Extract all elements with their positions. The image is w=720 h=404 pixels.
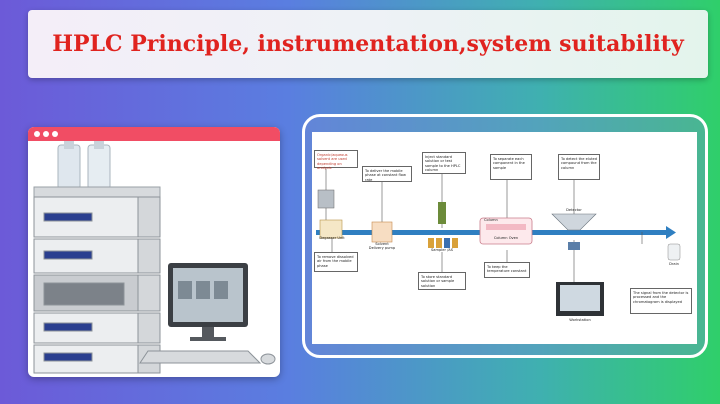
solvent-note-text: Organic/aqueous solvent are used dependi… [317, 153, 348, 171]
detector-label: Detector [566, 208, 582, 212]
panel-titlebar [28, 127, 280, 141]
degasser-label: Degasser Unit [319, 236, 345, 240]
degasser-note: To remove dissolved air from the mobile … [314, 252, 358, 272]
column-oven-label: Column Oven [493, 236, 519, 240]
sampler-note-text: To store standard solution or sample sol… [421, 275, 455, 288]
column-note: To separate each component in the sample [490, 154, 532, 180]
injector-note-text: Inject standard solution or test sample … [425, 155, 461, 173]
flow-lines [316, 168, 681, 316]
pump-label: Solvent Delivery pump [368, 242, 396, 251]
injector-note: Inject standard solution or test sample … [422, 152, 466, 174]
sampler-label: Sampler /AS [430, 248, 454, 252]
title-banner: HPLC Principle, instrumentation,system s… [28, 10, 708, 78]
oven-note-text: To keep the temperature constant [487, 265, 527, 274]
workstation-note: The signal from the detector is processe… [630, 288, 692, 314]
column-note-text: To separate each component in the sample [493, 157, 525, 170]
workstation-label: Workstation [569, 318, 591, 322]
sampler-note: To store standard solution or sample sol… [418, 272, 466, 290]
degasser-note-text: To remove dissolved air from the mobile … [317, 255, 354, 268]
detector-note-text: To detect the eluted compound from the c… [561, 157, 597, 170]
pump-note-text: To deliver the mobile phase at constant … [365, 169, 406, 182]
hplc-instrument-illustration [33, 141, 276, 374]
workstation-note-text: The signal from the detector is processe… [633, 291, 689, 304]
pump-note: To deliver the mobile phase at constant … [362, 166, 412, 182]
instrument-panel [28, 127, 280, 377]
drain-label: Drain [669, 262, 679, 266]
column-label: Column [484, 218, 498, 222]
detector-note: To detect the eluted compound from the c… [558, 154, 600, 180]
window-dot-icon [34, 131, 40, 137]
window-dot-icon [52, 131, 58, 137]
page-title: HPLC Principle, instrumentation,system s… [52, 31, 684, 57]
hplc-flow-diagram: Organic/aqueous solvent are used dependi… [312, 132, 697, 344]
oven-note: To keep the temperature constant [484, 262, 530, 278]
solvent-note: Organic/aqueous solvent are used dependi… [314, 150, 358, 171]
window-dot-icon [43, 131, 49, 137]
